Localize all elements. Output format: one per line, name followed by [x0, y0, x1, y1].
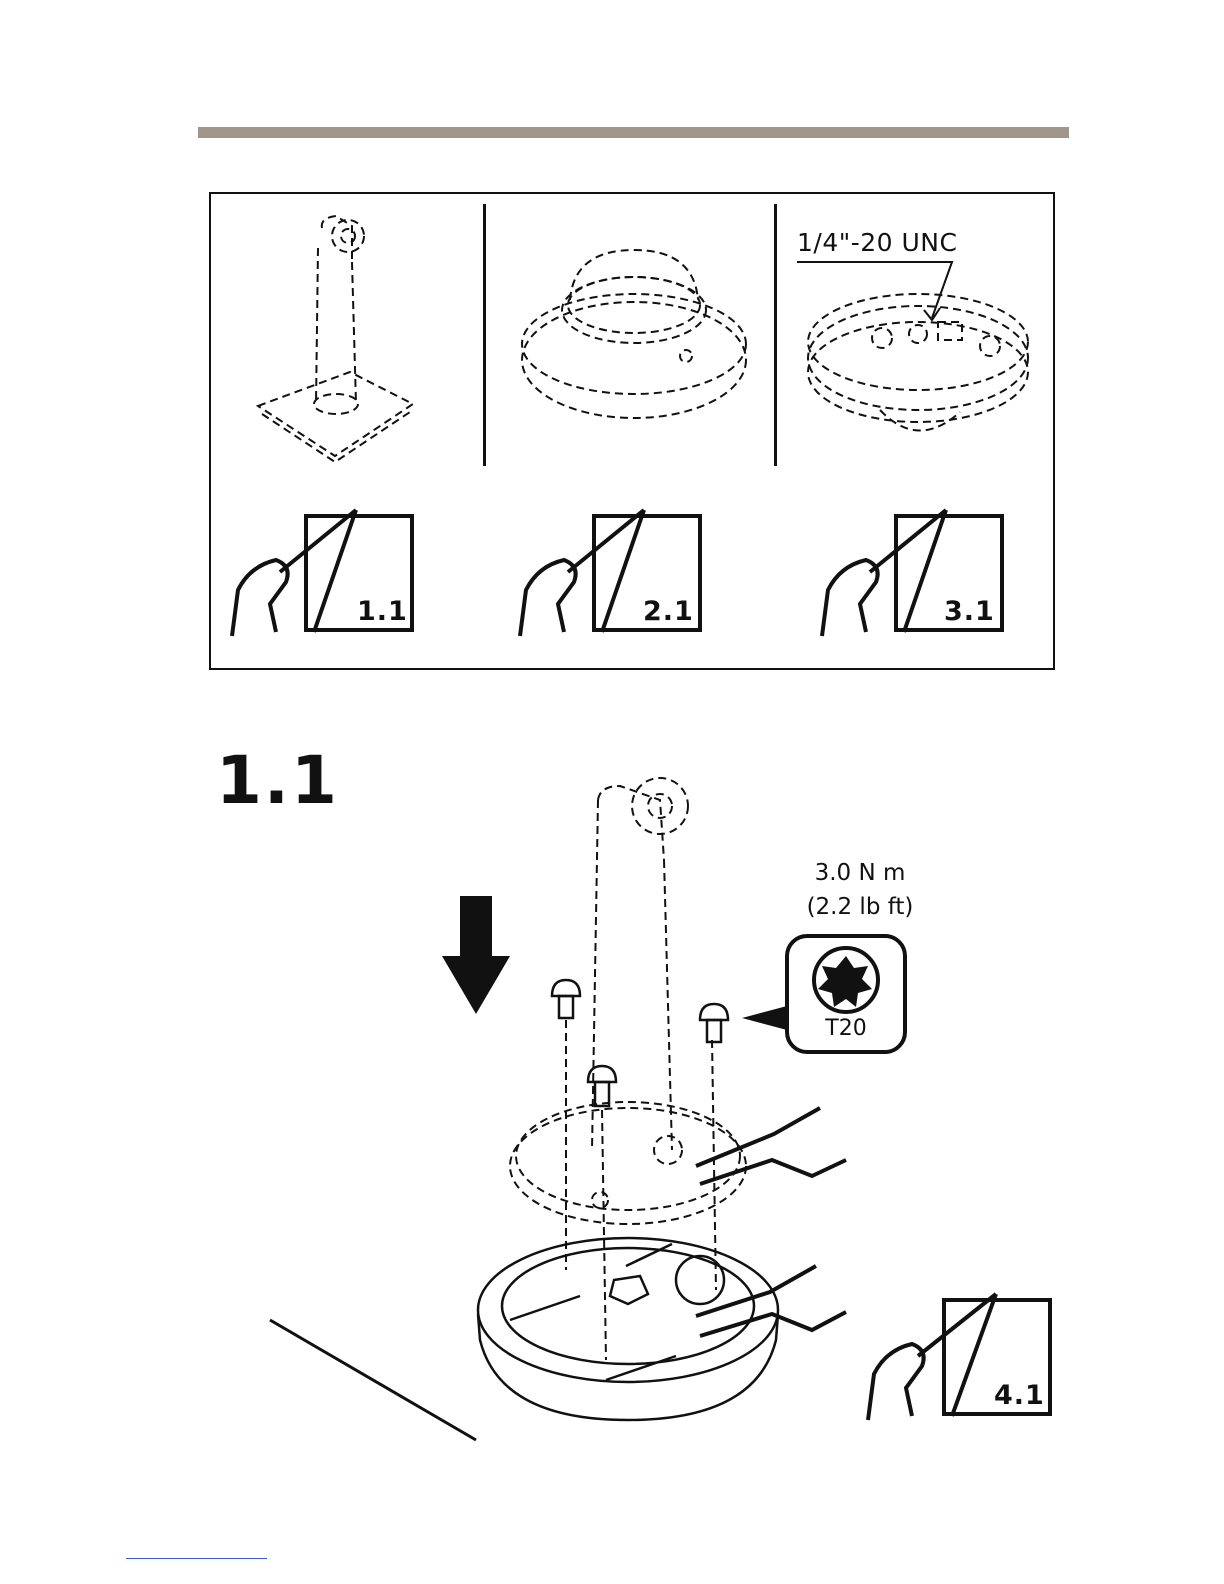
reference-label: 3.1 [944, 596, 995, 627]
thread-size-label: 1/4"-20 UNC [797, 228, 957, 257]
torque-value: 3.0 N m [760, 856, 960, 890]
camera-dome-illustration [522, 250, 746, 418]
torx-bit-label: T20 [786, 1016, 906, 1041]
hand-illustration [696, 1108, 846, 1336]
torque-imperial: (2.2 lb ft) [760, 890, 960, 924]
reference-label: 2.1 [643, 596, 694, 627]
down-arrow-icon [442, 896, 510, 1014]
pole-illustration [510, 778, 746, 1360]
torque-spec: 3.0 N m (2.2 lb ft) [760, 856, 960, 924]
pole-mount-illustration [258, 216, 413, 462]
step-heading: 1.1 [216, 748, 339, 814]
screw-icon-group [552, 980, 728, 1106]
torx-star-icon [818, 956, 872, 1007]
next-reference-label: 4.1 [994, 1380, 1045, 1411]
footer-link-line [126, 1558, 267, 1559]
reference-label: 1.1 [357, 596, 408, 627]
base-plate-illustration [478, 1238, 778, 1420]
mounting-base-illustration [808, 294, 1028, 431]
